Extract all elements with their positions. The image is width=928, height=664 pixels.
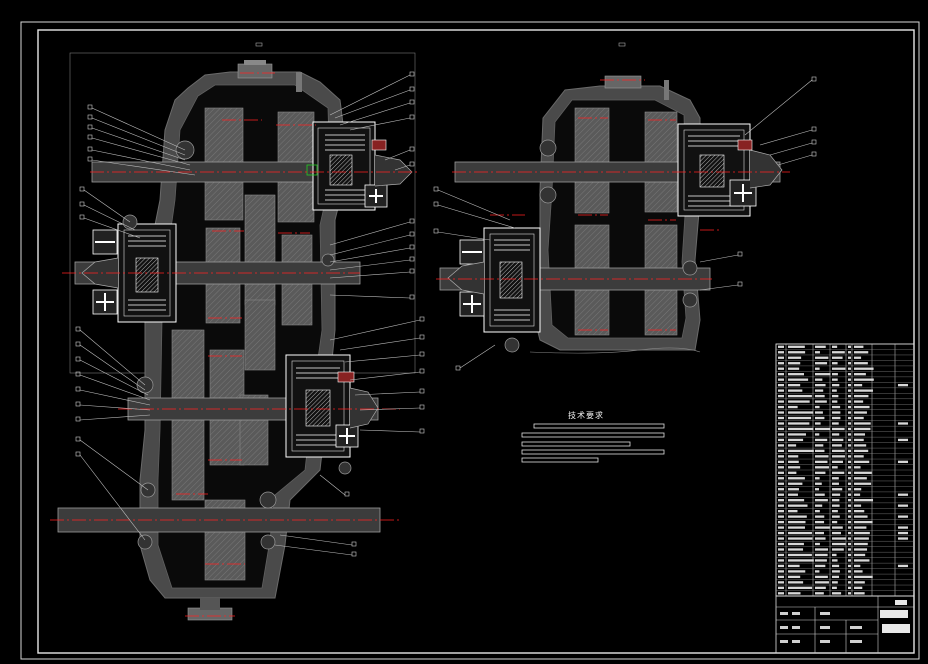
clutch-pack-upper — [312, 121, 413, 211]
clutch-pack-left — [81, 223, 177, 323]
title-block — [775, 595, 915, 654]
clutch-pack-lower — [285, 354, 379, 458]
parts-list-table — [775, 343, 915, 597]
leader-lines-left — [79, 74, 421, 556]
left-section-view — [50, 52, 425, 621]
centerlines — [50, 72, 420, 617]
balloons-left — [75, 71, 425, 557]
technical-requirements-title: 技术要求 — [568, 411, 604, 420]
clutch-pack-right-upper — [677, 123, 783, 217]
right-section-view — [433, 75, 817, 371]
sheet-frame — [20, 21, 920, 660]
technical-requirements-block — [521, 423, 665, 463]
clutch-pack-right-lower — [447, 227, 541, 333]
